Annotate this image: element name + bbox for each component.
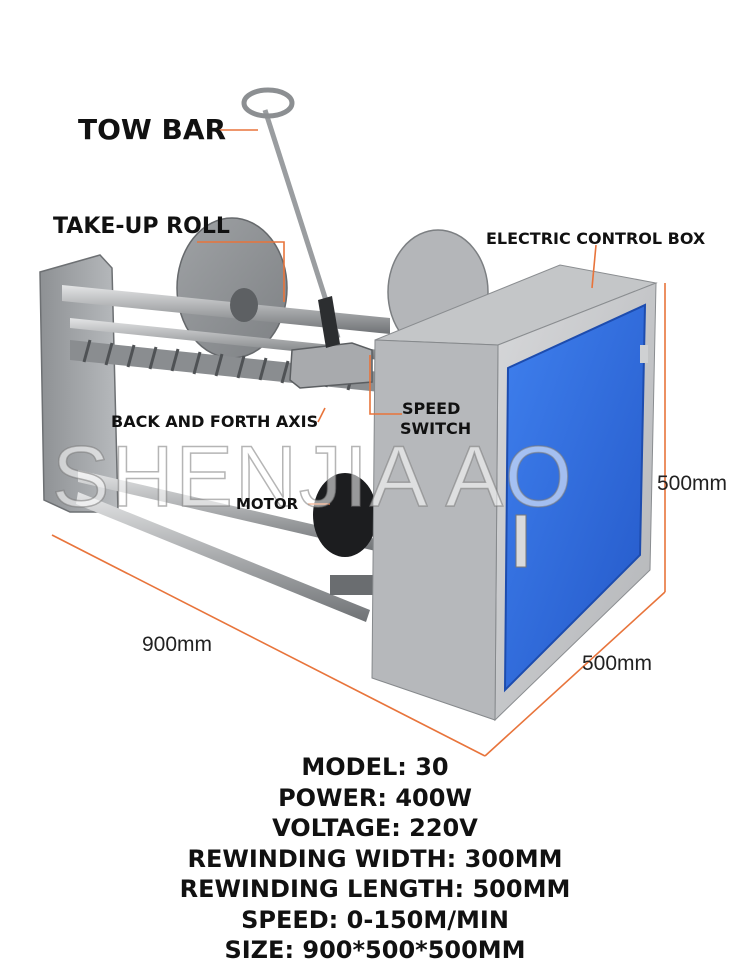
label-speed-switch-line2: SWITCH <box>400 419 472 438</box>
label-back-and-forth-axis: BACK AND FORTH AXIS <box>111 412 319 431</box>
spec-model: MODEL: 30 <box>301 753 449 781</box>
carriage-block <box>289 342 373 389</box>
door-hinge <box>640 345 648 363</box>
spec-power: POWER: 400W <box>278 783 472 812</box>
dimension-depth: 500mm <box>582 652 653 675</box>
lower-rod-2 <box>76 492 370 622</box>
dimension-height: 500mm <box>657 472 728 495</box>
label-motor: MOTOR <box>236 495 299 513</box>
label-speed-switch-line1: SPEED <box>402 399 461 418</box>
spec-list: MODEL: 30 POWER: 400W VOLTAGE: 220V REWI… <box>0 752 750 966</box>
label-take-up-roll: TAKE-UP ROLL <box>53 214 230 239</box>
motor-body <box>313 473 377 557</box>
watermark-text: SHENJIA AO <box>51 428 574 526</box>
control-box-front <box>371 339 499 721</box>
spec-voltage: VOLTAGE: 220V <box>272 814 478 842</box>
shaft-hub <box>230 288 258 322</box>
control-box-blue-door <box>503 303 647 693</box>
callout-lines <box>197 129 597 505</box>
label-tow-bar: TOW BAR <box>78 113 227 146</box>
label-electric-control-box: ELECTRIC CONTROL BOX <box>486 229 706 248</box>
motor-base <box>330 575 380 595</box>
lower-rod-1 <box>78 470 380 552</box>
tow-bar-clip <box>318 296 340 348</box>
dimension-lines <box>51 283 666 757</box>
spec-rewinding-length: REWINDING LENGTH: 500MM <box>179 875 571 903</box>
tow-bar-handle <box>241 87 295 119</box>
take-up-shaft <box>62 285 390 334</box>
spec-rewinding-width: REWINDING WIDTH: 300MM <box>187 844 563 873</box>
spec-size: SIZE: 900*500*500MM <box>224 936 526 964</box>
dimension-length: 900mm <box>142 633 213 656</box>
door-latch <box>515 514 527 568</box>
spec-speed: SPEED: 0-150M/MIN <box>241 905 509 934</box>
